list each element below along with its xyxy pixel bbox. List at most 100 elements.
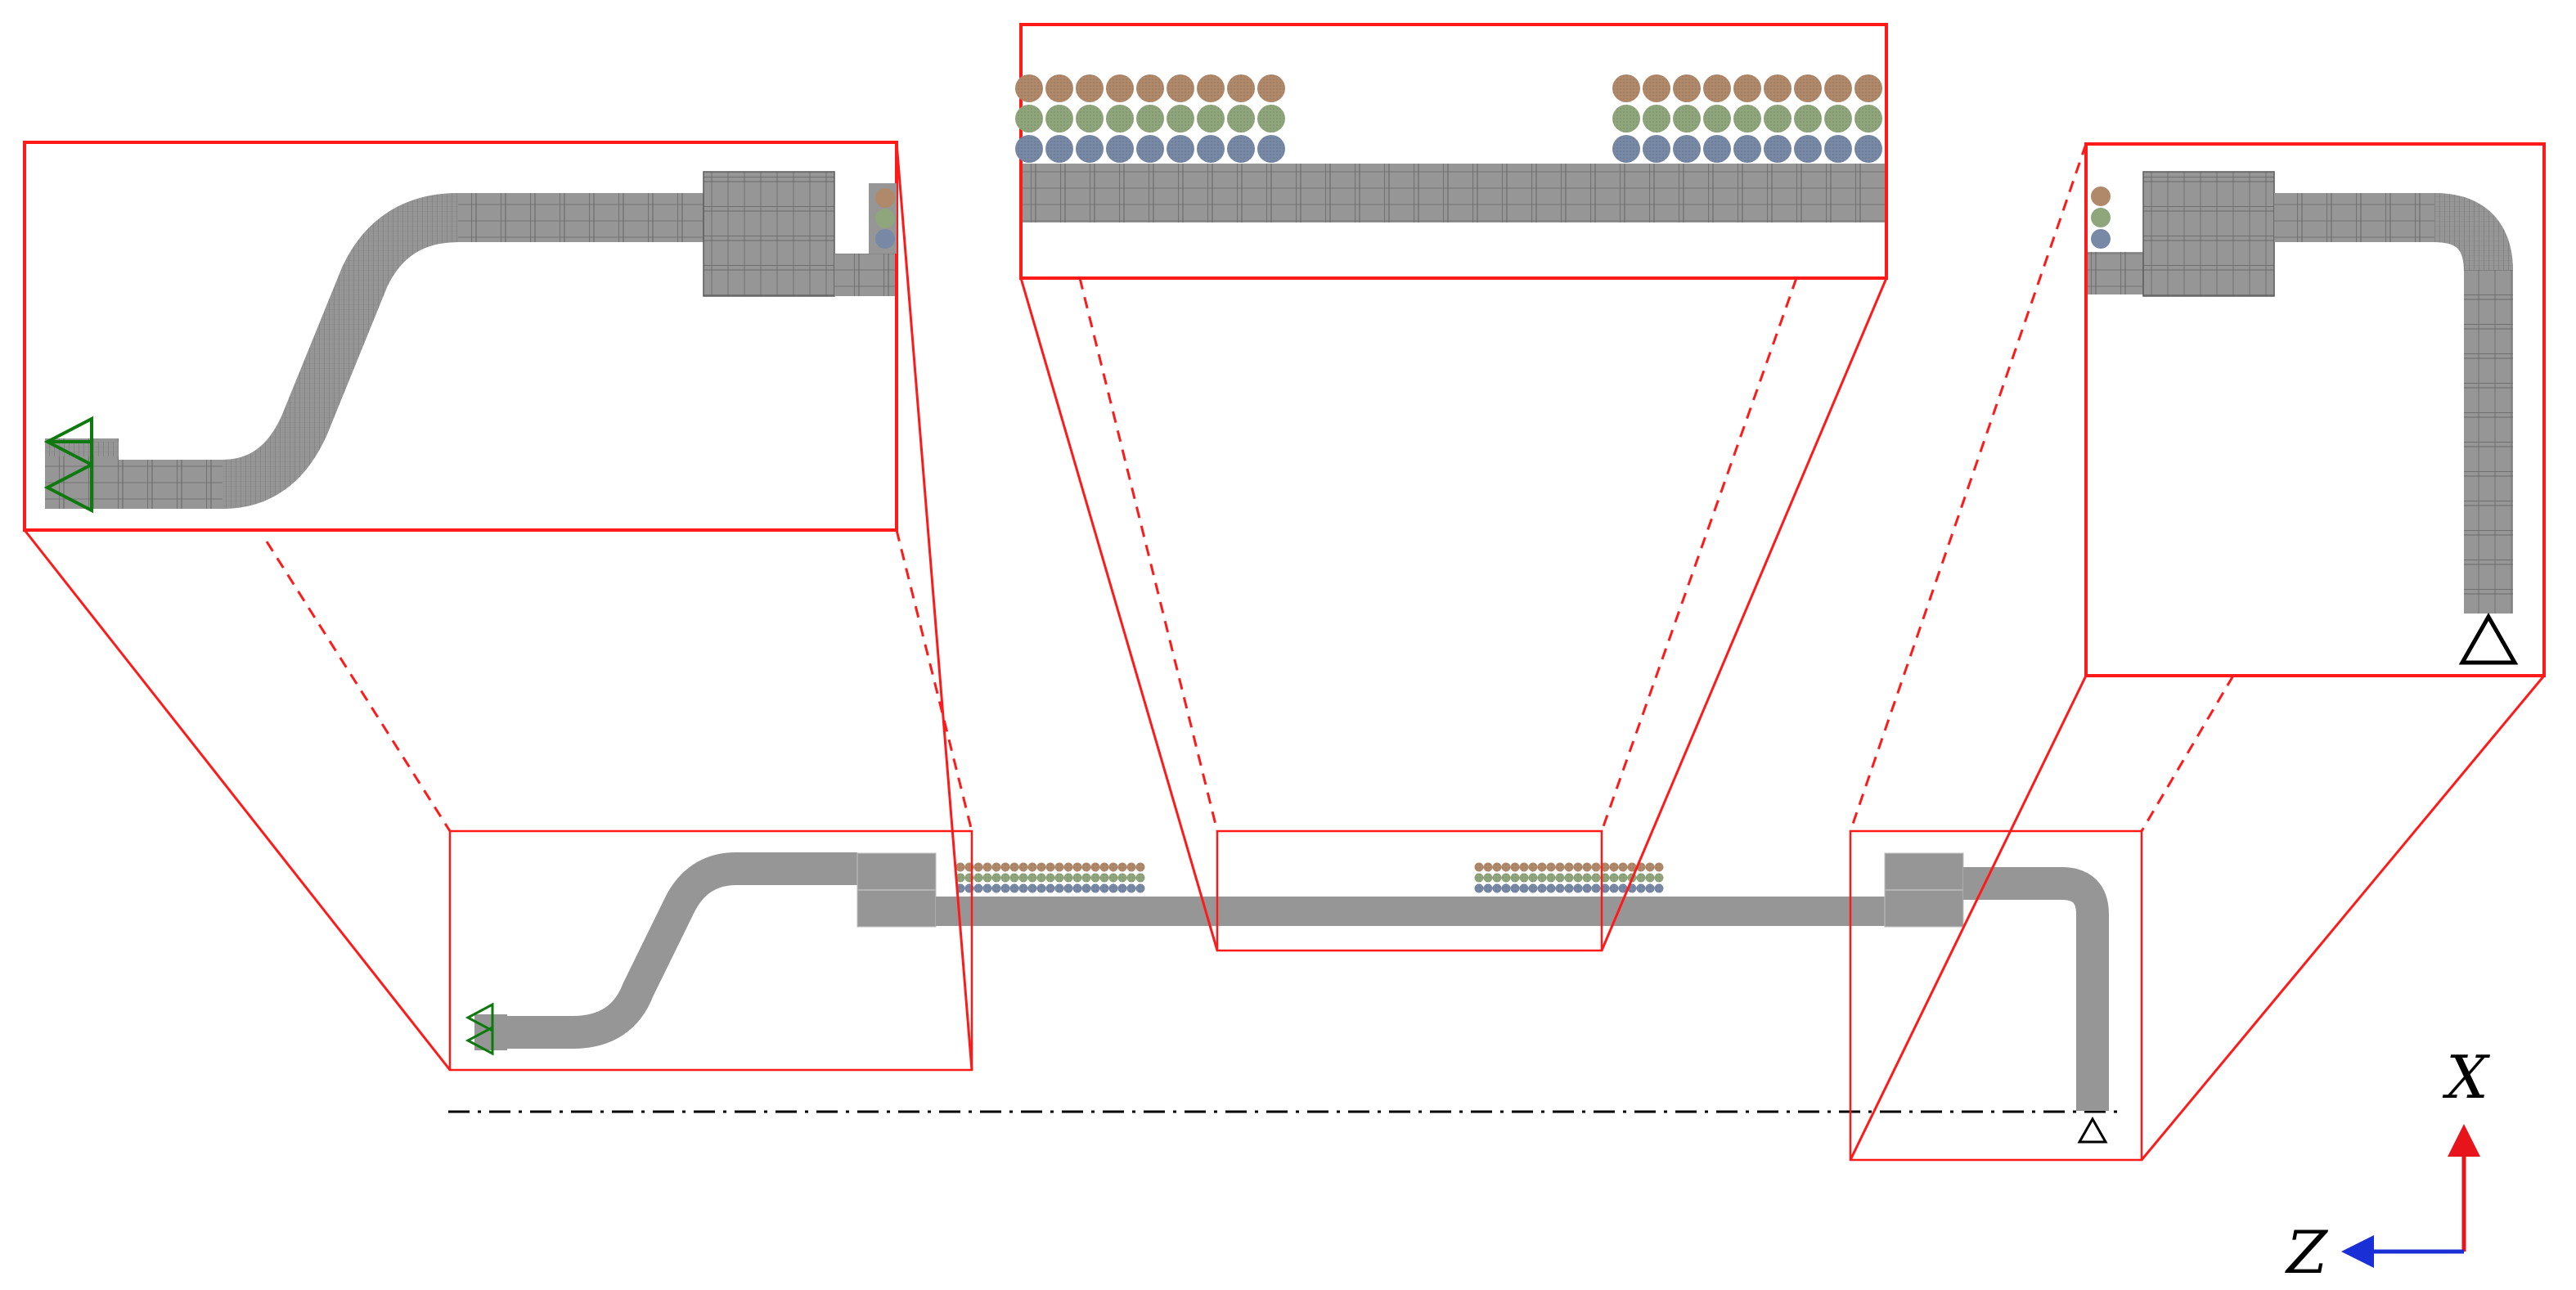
ball-texture <box>1474 862 1484 872</box>
ball-texture <box>1703 105 1731 133</box>
ball-texture <box>1015 105 1043 133</box>
ball-texture <box>1045 862 1055 872</box>
ball-texture <box>1108 883 1118 893</box>
green-triangle-support-icon <box>43 416 93 514</box>
ball-texture <box>1673 135 1701 163</box>
ball-texture <box>1673 74 1701 102</box>
ball-texture <box>1492 873 1502 883</box>
ball-texture <box>1764 74 1792 102</box>
ball-texture <box>1136 135 1164 163</box>
ball-texture <box>1018 883 1028 893</box>
ball-texture <box>1618 873 1628 883</box>
ball-texture <box>1099 883 1109 893</box>
ball-texture <box>1009 883 1019 893</box>
ball-texture <box>1018 873 1028 883</box>
ball-bed-left <box>955 862 1145 893</box>
ball-texture <box>1090 873 1100 883</box>
ball-texture <box>1227 135 1255 163</box>
ball-texture <box>1519 883 1529 893</box>
ball-texture <box>1106 135 1134 163</box>
ball-texture <box>1501 862 1511 872</box>
ball-texture <box>1573 873 1583 883</box>
ball-texture <box>1510 862 1520 872</box>
ball-texture <box>1090 862 1100 872</box>
ball-texture <box>1564 862 1574 872</box>
ball-texture <box>1636 873 1646 883</box>
ball-texture <box>1794 135 1822 163</box>
ball-texture <box>1474 883 1484 893</box>
ball-texture <box>1582 873 1592 883</box>
ball-texture <box>1072 883 1082 893</box>
ball-texture <box>1636 883 1646 893</box>
ball-texture <box>1483 873 1493 883</box>
ball-texture <box>1528 883 1538 893</box>
ball-texture <box>1054 862 1064 872</box>
ball-texture <box>1000 862 1010 872</box>
ball-texture <box>1492 862 1502 872</box>
ball-texture <box>1081 862 1091 872</box>
ball-texture <box>1854 135 1882 163</box>
ball-texture <box>1794 74 1822 102</box>
ball-texture <box>1519 873 1529 883</box>
ball-texture <box>1612 105 1640 133</box>
ball-texture <box>1528 873 1538 883</box>
ball-texture <box>1099 873 1109 883</box>
ball-texture <box>1000 873 1010 883</box>
ball-texture <box>1167 105 1194 133</box>
inset-ball-bed-left <box>1015 74 1285 163</box>
ball-texture <box>1654 873 1664 883</box>
ball-texture <box>1117 883 1127 893</box>
ball-texture <box>1537 883 1547 893</box>
ball-texture <box>1612 135 1640 163</box>
ball-texture <box>1582 883 1592 893</box>
ball-texture <box>1108 862 1118 872</box>
ball-texture <box>1645 883 1655 893</box>
ball-texture <box>955 873 965 883</box>
green-triangle-support-icon <box>465 1002 494 1056</box>
ball-texture <box>1854 74 1882 102</box>
ball-texture <box>1036 862 1046 872</box>
callout-box-center <box>1216 829 1603 952</box>
ball-texture <box>1126 862 1136 872</box>
ball-texture <box>1045 135 1073 163</box>
ball-texture <box>1703 74 1731 102</box>
ball-texture <box>1618 862 1628 872</box>
ball-bed-right <box>1474 862 1664 893</box>
ball-texture <box>1582 862 1592 872</box>
ball-texture <box>1117 862 1127 872</box>
ball-texture <box>1501 873 1511 883</box>
callout-box-left <box>448 829 973 1072</box>
ball-texture <box>1081 873 1091 883</box>
ball-texture <box>1537 862 1547 872</box>
main-view <box>448 829 2143 1162</box>
ball-texture <box>1135 883 1145 893</box>
ball-texture <box>1036 883 1046 893</box>
ball-texture <box>1076 105 1104 133</box>
ball-texture <box>1072 873 1082 883</box>
ball-texture <box>1015 74 1043 102</box>
ball-texture <box>991 873 1001 883</box>
inset-ball-bed-right <box>1612 74 1882 163</box>
ball-texture <box>1063 873 1073 883</box>
ball-texture <box>1643 74 1670 102</box>
ball-texture <box>1501 883 1511 893</box>
ball-texture <box>1009 862 1019 872</box>
ball-texture <box>1257 74 1285 102</box>
ball-texture <box>1227 105 1255 133</box>
ball-texture <box>991 883 1001 893</box>
ball-texture <box>1591 883 1601 893</box>
ball-texture <box>1824 74 1852 102</box>
ball-texture <box>1764 105 1792 133</box>
ball-texture <box>1027 873 1037 883</box>
ball-texture <box>1018 862 1028 872</box>
ball-texture <box>1197 74 1225 102</box>
black-triangle-support-icon <box>2458 612 2519 665</box>
ball-texture <box>1099 862 1109 872</box>
ball-texture <box>1794 105 1822 133</box>
ball-texture <box>1045 105 1073 133</box>
ball-texture <box>1483 862 1493 872</box>
ball-texture <box>1519 862 1529 872</box>
ball-texture <box>1546 873 1556 883</box>
ball-texture <box>1136 74 1164 102</box>
ball-texture <box>1618 883 1628 893</box>
